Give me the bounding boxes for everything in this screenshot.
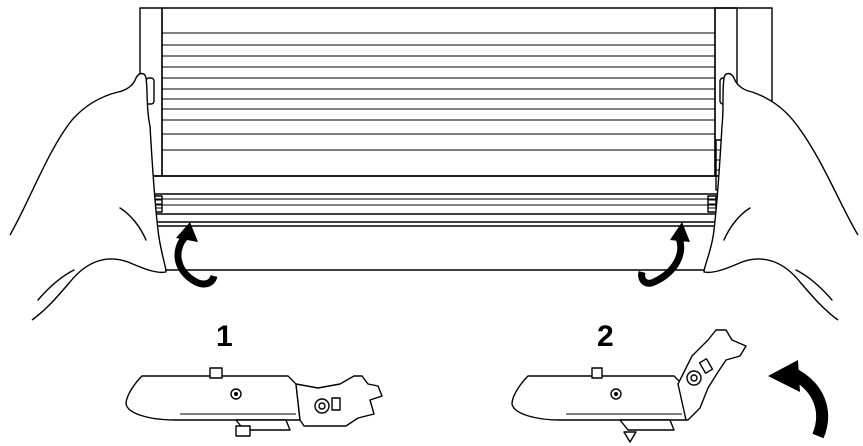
left-hand-icon xyxy=(9,72,167,321)
step-2-label: 2 xyxy=(597,320,614,353)
platen-roller xyxy=(151,213,721,223)
base-plate xyxy=(151,225,721,271)
cover-slats xyxy=(162,32,715,151)
bail-bar xyxy=(149,175,723,195)
right-rotate-arrow-icon xyxy=(638,222,690,287)
left-rotate-arrow-icon xyxy=(174,222,218,288)
right-spring xyxy=(707,195,717,213)
step-1-label: 1 xyxy=(216,320,233,353)
step-1-side-view xyxy=(125,367,383,437)
step-2-rotate-arrow-icon xyxy=(768,360,829,439)
step-2-side-view xyxy=(511,329,747,443)
right-hand-icon xyxy=(703,72,859,321)
